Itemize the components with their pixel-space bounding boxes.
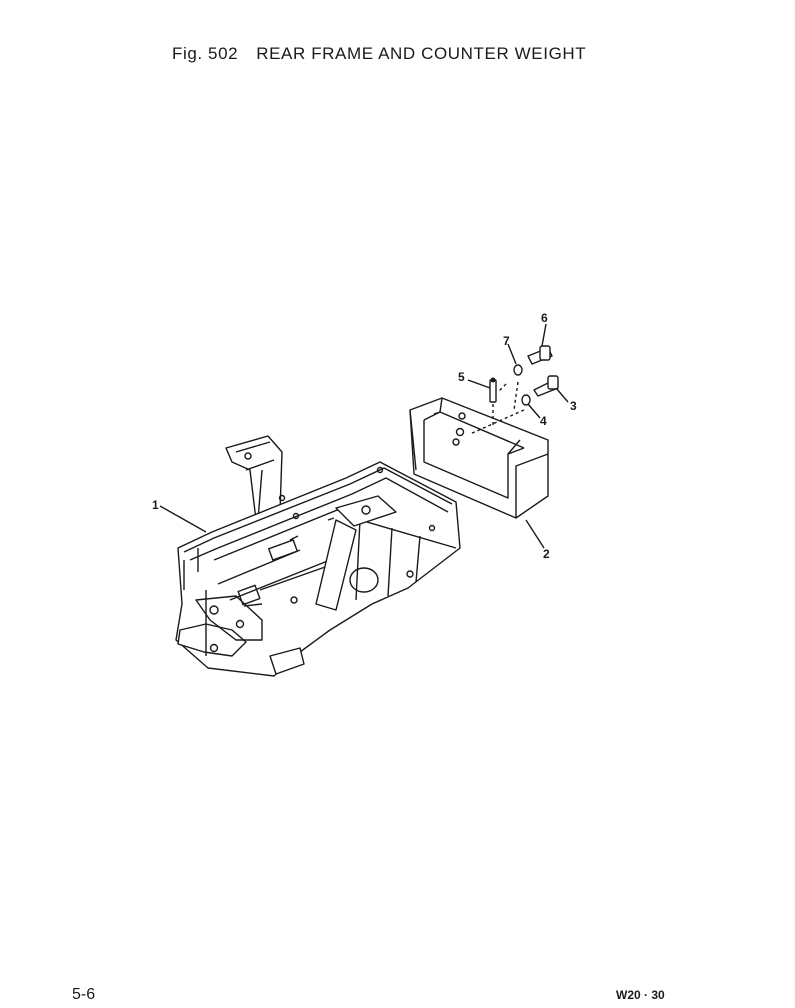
callout-4: 4 xyxy=(540,414,547,428)
callout-5: 5 xyxy=(458,370,465,384)
figure-title: Fig. 502 REAR FRAME AND COUNTER WEIGHT xyxy=(172,44,586,64)
callout-2: 2 xyxy=(543,547,550,561)
page-number: 5-6 xyxy=(72,986,96,1003)
figure-number: Fig. 502 xyxy=(172,44,239,63)
washer-part-7 xyxy=(513,364,523,376)
callout-leaders xyxy=(159,323,569,549)
pin-part-5 xyxy=(489,377,497,403)
callout-7: 7 xyxy=(503,334,510,348)
washer-part-4 xyxy=(521,394,531,406)
callout-3: 3 xyxy=(570,399,577,413)
figure-caption: REAR FRAME AND COUNTER WEIGHT xyxy=(256,44,587,63)
model-designation: W20 · 30 xyxy=(616,988,665,1002)
callout-1: 1 xyxy=(152,498,159,512)
callout-6: 6 xyxy=(541,311,548,325)
bolt-part-3 xyxy=(533,375,559,397)
counter-weight xyxy=(409,397,549,519)
bolt-part-6 xyxy=(527,345,553,365)
rear-frame xyxy=(175,435,461,677)
